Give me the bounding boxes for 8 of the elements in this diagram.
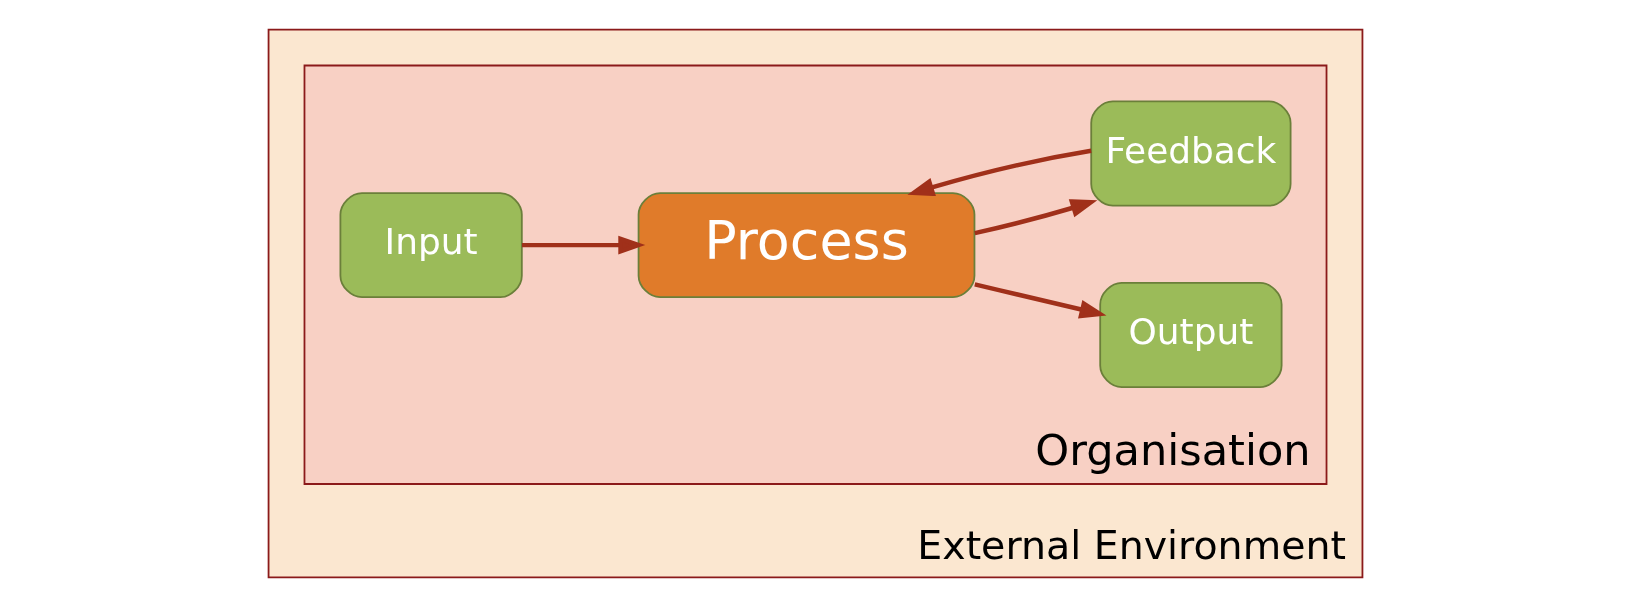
arrow xyxy=(973,199,1097,236)
node-box: Input xyxy=(339,192,523,299)
arrow xyxy=(973,282,1106,319)
node-box: Output xyxy=(1098,281,1282,388)
arrow xyxy=(906,148,1092,197)
node-box: Feedback xyxy=(1089,100,1291,207)
arrow xyxy=(521,235,645,255)
node-box: Process xyxy=(637,192,975,299)
